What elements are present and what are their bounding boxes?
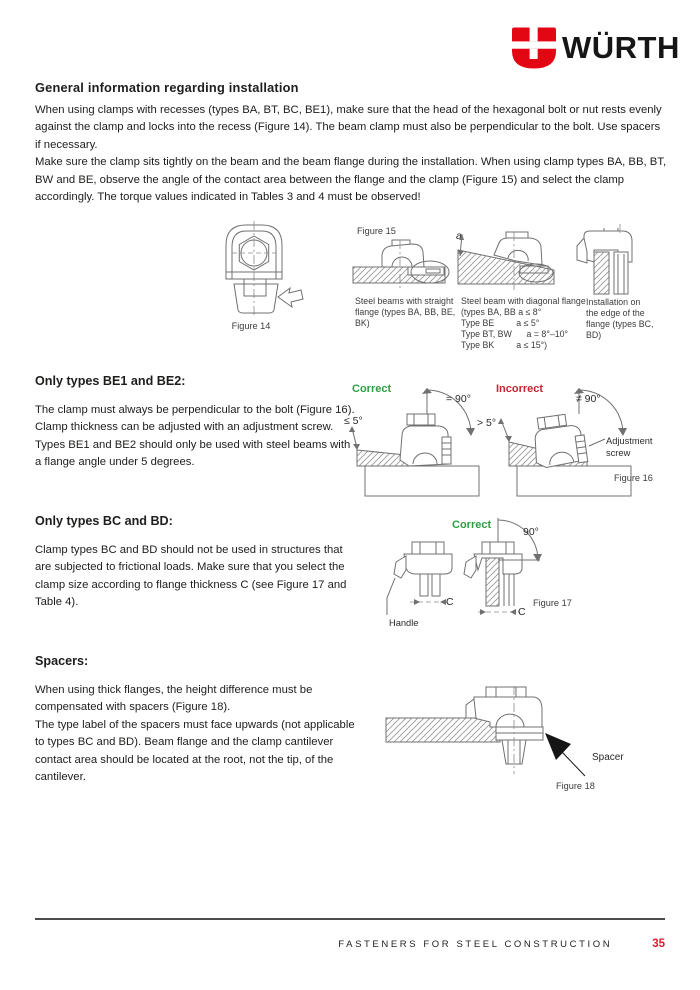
footer: FASTENERS FOR STEEL CONSTRUCTION 35	[35, 938, 665, 950]
bolt-plate	[407, 260, 450, 284]
footer-divider	[35, 918, 665, 920]
figure-16-max5-label: ≤ 5°	[344, 415, 363, 427]
spacers-paragraph-1: When using thick flanges, the height dif…	[35, 684, 313, 714]
figure-16-drawing	[343, 380, 665, 498]
figure-15-straight-caption: Steel beams with straight flange (types …	[355, 296, 456, 328]
section-heading-spacers: Spacers:	[35, 654, 89, 668]
section-heading-general: General information regarding installati…	[35, 80, 299, 95]
figure-17-handle-label: Handle	[389, 618, 419, 628]
handle-line	[386, 577, 396, 615]
figure-15-diagonal-caption: Steel beam with diagonal flange (types B…	[461, 296, 586, 350]
figure-17-angle-label: 90°	[523, 526, 539, 538]
figure-15-label: Figure 15	[357, 226, 396, 236]
figure-16-notequal90-label: ≠ 90°	[576, 393, 601, 405]
figure-15-diagonal-flange-drawing	[456, 231, 560, 294]
angle-over5-marker	[498, 418, 512, 442]
bc-paragraph: Clamp types BC and BD should not be used…	[35, 544, 347, 609]
clamp	[381, 239, 425, 268]
beam-hatched	[385, 717, 501, 743]
spacers-paragraph-2: The type label of the spacers must face …	[35, 718, 355, 784]
figure-17-dim-c-right: C	[518, 606, 526, 618]
flange-edge-hatched	[593, 251, 610, 295]
figure-16-adjustment-screw-label: Adjustment screw	[606, 436, 653, 458]
figure-15-edge-drawing	[574, 224, 644, 295]
wuerth-emblem-icon	[512, 27, 556, 69]
correct-assembly	[349, 388, 480, 497]
adjustment-screw-callout	[588, 438, 606, 447]
clamp-top-view	[225, 221, 283, 315]
figure-15-angle-letter: a	[456, 230, 462, 242]
spacer-plate	[495, 726, 544, 741]
beam-hatched-diagonal	[457, 249, 555, 285]
be-paragraph: The clamp must always be perpendicular t…	[35, 404, 355, 469]
spacer-arrow-icon	[545, 733, 586, 777]
figure-15-edge-caption: Installation on the edge of the flange (…	[586, 297, 654, 340]
clamp-on-flange	[463, 518, 542, 615]
clamp	[493, 231, 554, 283]
figure-17-drawing	[380, 518, 545, 618]
figure-16-incorrect-label: Incorrect	[496, 383, 544, 395]
footer-page-number: 35	[652, 938, 665, 950]
figure-18-caption: Figure 18	[556, 781, 595, 791]
footer-title: FASTENERS FOR STEEL CONSTRUCTION	[338, 939, 613, 950]
figure-14-drawing	[208, 221, 304, 317]
incorrect-assembly	[498, 388, 632, 497]
general-paragraph-1: When using clamps with recesses (types B…	[35, 104, 662, 151]
figure-14-caption: Figure 14	[231, 321, 271, 331]
angle-5-marker	[349, 426, 360, 450]
clamp-with-handle	[386, 541, 453, 615]
pointer-arrow-icon	[277, 286, 304, 309]
figure-15-straight-flange-drawing	[352, 239, 457, 292]
general-paragraph-2: Make sure the clamp sits tightly on the …	[35, 156, 667, 204]
figure-16-correct-label: Correct	[352, 383, 392, 395]
figure-17-dim-c-left: C	[446, 596, 454, 608]
figure-16-over5-label: > 5°	[477, 417, 497, 429]
clamp	[465, 686, 543, 728]
wuerth-wordmark: WÜRTH	[562, 30, 680, 65]
angle-marker	[458, 233, 464, 257]
spacers-paragraphs: When using thick flanges, the height dif…	[35, 682, 359, 786]
general-paragraphs: When using clamps with recesses (types B…	[35, 102, 667, 206]
bolt	[501, 739, 527, 765]
wuerth-logo-icon	[512, 27, 556, 69]
figure-17-caption: Figure 17	[533, 598, 572, 608]
figure-16-equal90-label: = 90°	[446, 393, 471, 405]
bolt	[613, 251, 629, 295]
section-heading-be: Only types BE1 and BE2:	[35, 374, 186, 388]
figure-18-spacer-label: Spacer	[592, 752, 624, 763]
figure-17-correct-label: Correct	[452, 519, 492, 531]
figure-16-caption: Figure 16	[614, 473, 653, 483]
clamp-side-view	[233, 278, 279, 314]
section-heading-bc: Only types BC and BD:	[35, 514, 173, 528]
figure-18-drawing	[378, 686, 628, 796]
